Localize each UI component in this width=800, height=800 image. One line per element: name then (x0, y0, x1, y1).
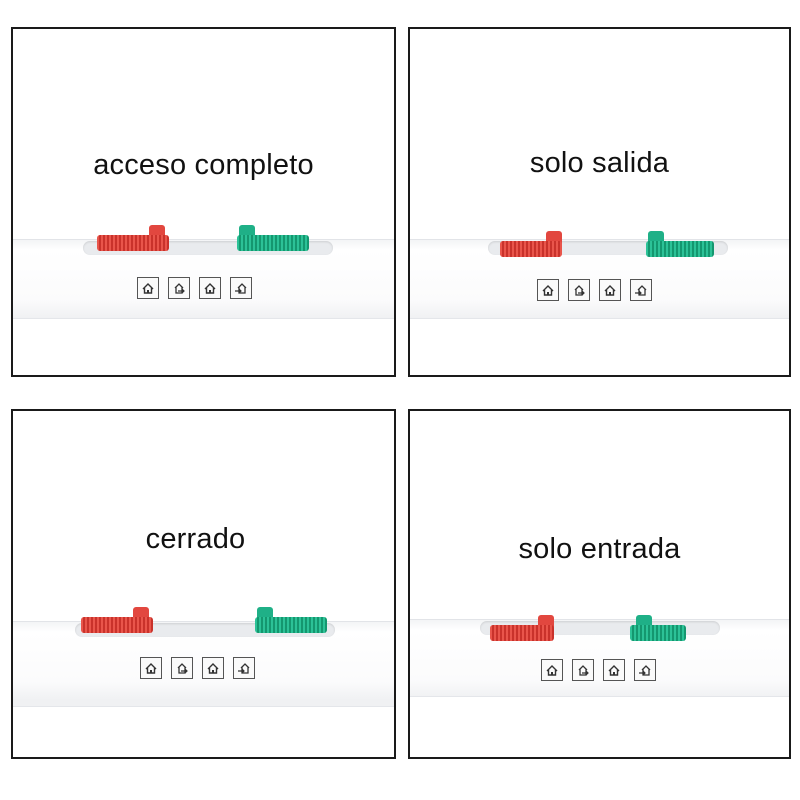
exit-arrow-icon (572, 659, 594, 681)
entry-arrow-icon (230, 277, 252, 299)
entry-arrow-icon (233, 657, 255, 679)
house-icon (599, 279, 621, 301)
entry-arrow-icon (634, 659, 656, 681)
panel-label: solo entrada (518, 533, 681, 565)
house-icon (537, 279, 559, 301)
green-slider[interactable] (237, 225, 309, 251)
entry-arrow-icon (630, 279, 652, 301)
panel-acceso-completo: acceso completo (11, 27, 396, 377)
exit-arrow-icon (168, 277, 190, 299)
house-icon (603, 659, 625, 681)
panel-label: cerrado (145, 523, 246, 555)
green-slider[interactable] (646, 231, 714, 257)
icon-row (537, 279, 652, 301)
exit-arrow-icon (171, 657, 193, 679)
icon-row (140, 657, 255, 679)
house-icon (541, 659, 563, 681)
red-slider[interactable] (97, 225, 169, 251)
house-icon (137, 277, 159, 299)
red-slider[interactable] (500, 231, 562, 257)
green-slider[interactable] (630, 615, 686, 641)
red-slider[interactable] (490, 615, 554, 641)
icon-row (541, 659, 656, 681)
panel-label: acceso completo (93, 149, 314, 181)
house-icon (140, 657, 162, 679)
house-icon (202, 657, 224, 679)
exit-arrow-icon (568, 279, 590, 301)
red-slider[interactable] (81, 607, 153, 633)
green-slider[interactable] (255, 607, 327, 633)
panel-cerrado: cerrado (11, 409, 396, 759)
panel-solo-entrada: solo entrada (408, 409, 791, 759)
panel-solo-salida: solo salida (408, 27, 791, 377)
panel-label: solo salida (529, 147, 670, 179)
house-icon (199, 277, 221, 299)
icon-row (137, 277, 252, 299)
